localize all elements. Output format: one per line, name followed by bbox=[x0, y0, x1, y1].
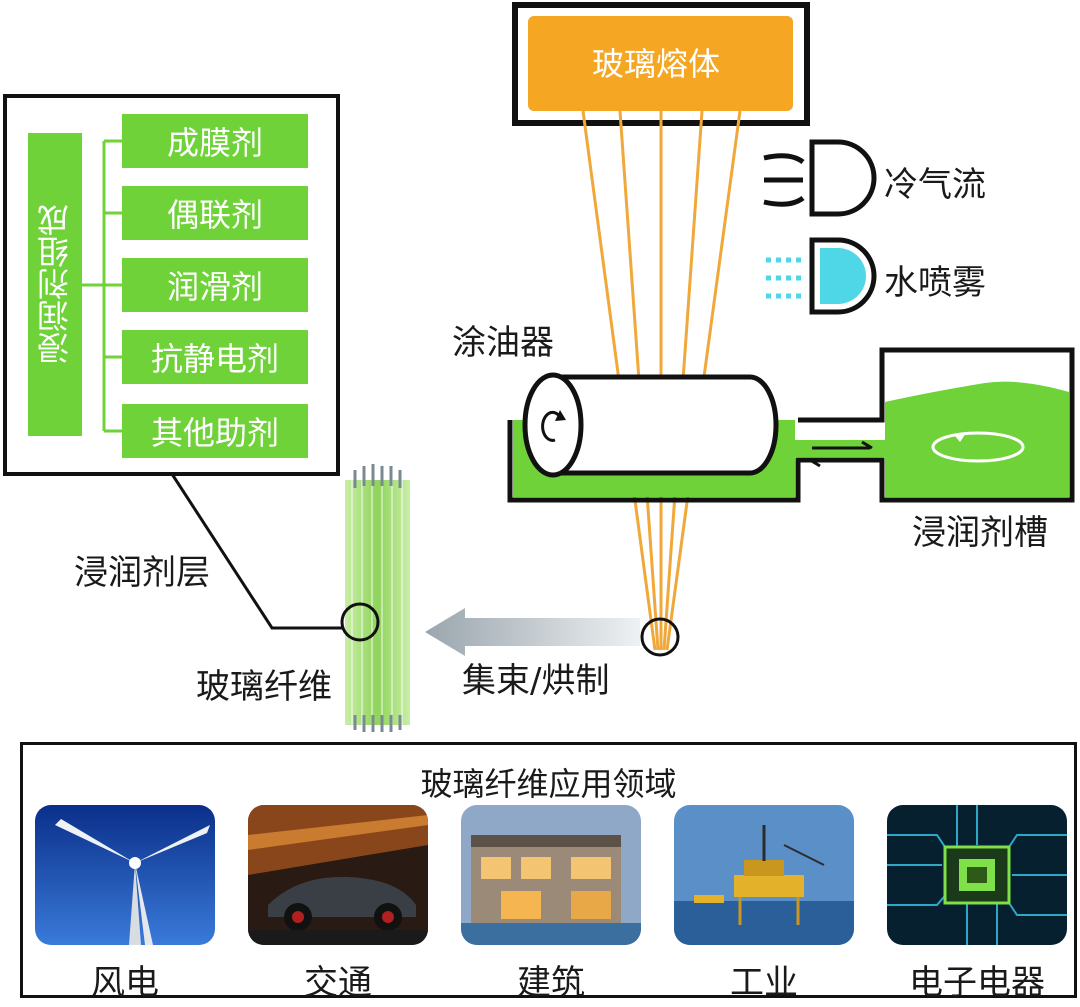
applications-title: 玻璃纤维应用领域 bbox=[420, 765, 677, 803]
oiler-roller bbox=[522, 372, 779, 478]
wind-turbine-photo bbox=[35, 805, 215, 945]
water-spray-label: 水喷雾 bbox=[884, 263, 986, 303]
app-label: 工业 bbox=[730, 963, 798, 1003]
app-label: 建筑 bbox=[517, 963, 585, 1003]
sizing-title-bar bbox=[28, 133, 82, 436]
sizing-layer-marker bbox=[340, 602, 380, 642]
strand-convergence-marker bbox=[640, 617, 680, 657]
app-wind: 风电 bbox=[35, 805, 215, 1004]
app-transport: 交通 bbox=[248, 805, 428, 1004]
app-electronics: 电子电器 bbox=[887, 805, 1067, 1004]
sizing-component-lubricant: 润滑剂 bbox=[122, 258, 308, 312]
melt-body bbox=[528, 16, 793, 111]
stir-arrow bbox=[931, 431, 1025, 463]
melt-label: 玻璃熔体 bbox=[592, 45, 721, 83]
sizing-layer-label: 浸润剂层 bbox=[74, 553, 210, 593]
bundling-label: 集束/烘制 bbox=[462, 661, 610, 701]
fiber-label: 玻璃纤维 bbox=[196, 667, 332, 707]
circuit-chip-photo bbox=[887, 805, 1067, 945]
app-label: 电子电器 bbox=[909, 963, 1045, 1003]
app-construction: 建筑 bbox=[461, 805, 641, 1004]
sizing-component-film-former: 成膜剂 bbox=[122, 114, 308, 168]
cold-air-nozzle-icon bbox=[763, 139, 877, 217]
oiler-label: 涂油器 bbox=[452, 323, 554, 363]
tank-label: 浸润剂槽 bbox=[912, 513, 1048, 553]
app-industry: 工业 bbox=[674, 805, 854, 1004]
applications-panel: 玻璃纤维应用领域 风电 bbox=[20, 742, 1077, 1003]
component-connectors bbox=[82, 139, 122, 433]
sizing-component-other: 其他助剂 bbox=[122, 404, 308, 458]
offshore-platform-photo bbox=[674, 805, 854, 945]
sports-car-photo bbox=[248, 805, 428, 945]
modern-house-photo bbox=[461, 805, 641, 945]
tank-flow-arrows bbox=[809, 440, 873, 468]
cold-air-label: 冷气流 bbox=[884, 165, 986, 205]
app-label: 交通 bbox=[304, 963, 372, 1003]
oiler-tray bbox=[507, 347, 1075, 503]
bundling-arrow bbox=[425, 608, 640, 656]
glass-fiber-bundle bbox=[345, 464, 410, 732]
water-spray-nozzle-icon bbox=[766, 237, 877, 315]
sizing-component-coupling-agent: 偶联剂 bbox=[122, 186, 308, 240]
sizing-title: 浸润剂组成 bbox=[36, 204, 74, 365]
app-label: 风电 bbox=[91, 963, 159, 1003]
sizing-component-antistatic: 抗静电剂 bbox=[122, 330, 308, 384]
leader-line bbox=[170, 473, 342, 630]
